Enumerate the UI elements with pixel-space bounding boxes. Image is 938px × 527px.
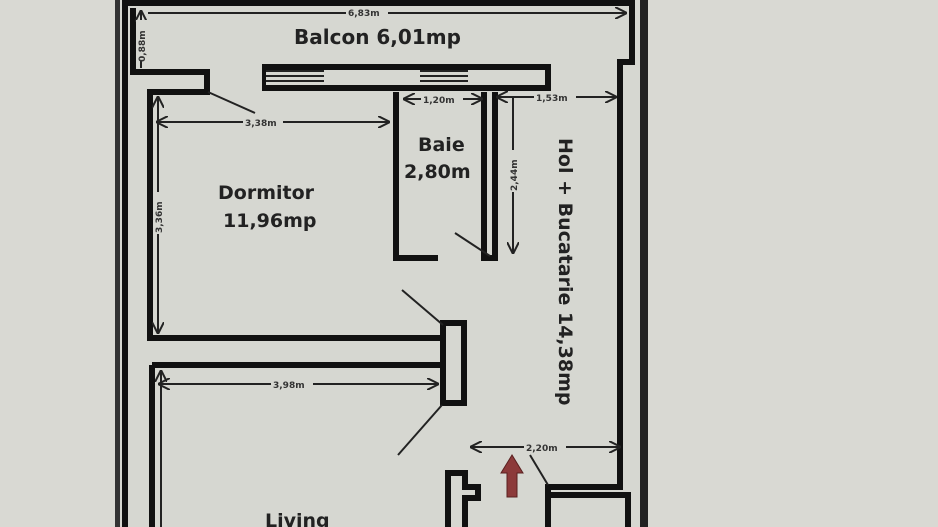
room-living-label: Living xyxy=(265,510,330,527)
screen-border-right xyxy=(640,0,648,527)
dim-dormitor-depth: 3,36m xyxy=(155,201,165,233)
dim-baie-depth: 2,44m xyxy=(510,159,520,191)
dim-dormitor-width: 3,38m xyxy=(245,119,277,129)
walls xyxy=(122,0,635,527)
room-baie-area: 2,80m xyxy=(404,161,471,183)
room-balcon-label: Balcon 6,01mp xyxy=(294,25,461,49)
dim-baie-width: 1,20m xyxy=(423,96,455,106)
dim-hol-width: 1,53m xyxy=(536,94,568,104)
dim-balcon-depth: 0,88m xyxy=(138,30,148,62)
dimension-labels: 6,83m 0,88m 3,38m 3,36m 1,20m 2,44m 1,53… xyxy=(136,7,576,454)
dim-balcon-width: 6,83m xyxy=(348,9,380,19)
room-hol-bucatarie-label: Hol + Bucatarie 14,38mp xyxy=(554,138,576,406)
window-right xyxy=(420,70,468,85)
dim-living-width: 3,98m xyxy=(273,381,305,391)
doors xyxy=(207,91,549,486)
room-dormitor-area: 11,96mp xyxy=(223,210,317,232)
room-baie-label: Baie xyxy=(418,134,465,156)
window-left xyxy=(266,70,324,85)
entrance-arrow-icon xyxy=(500,454,524,498)
dim-entrance-width: 2,20m xyxy=(526,444,558,454)
screen-border-left xyxy=(115,0,120,527)
room-dormitor-label: Dormitor xyxy=(218,182,315,204)
